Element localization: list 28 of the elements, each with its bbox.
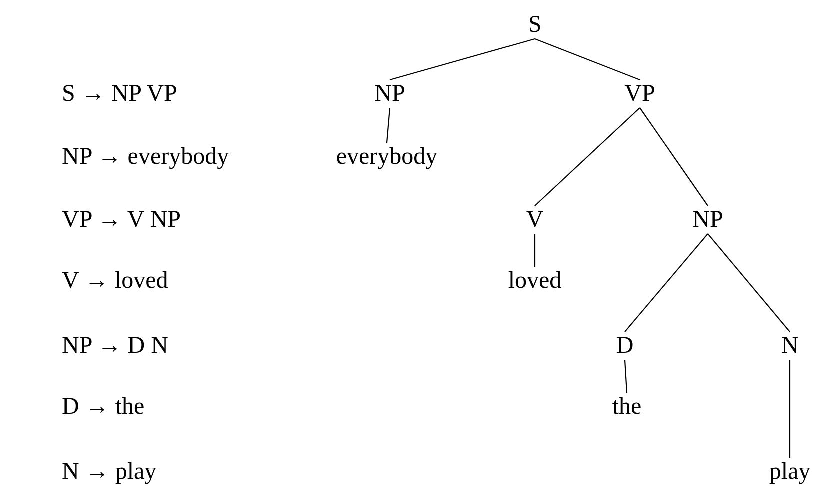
tree-node-label: N bbox=[780, 332, 800, 360]
tree-node-label: NP bbox=[692, 206, 724, 234]
grammar-rule: NP → everybody bbox=[62, 145, 230, 169]
tree-branch bbox=[390, 38, 536, 81]
tree-branch bbox=[624, 360, 628, 394]
tree-node-label: S bbox=[527, 11, 543, 39]
tree-branch bbox=[534, 108, 640, 206]
tree-branch bbox=[624, 234, 708, 332]
tree-node-label: D bbox=[615, 332, 635, 360]
tree-node-label: the bbox=[611, 393, 643, 421]
grammar-rule: S → NP VP bbox=[62, 82, 178, 106]
tree-node-label: VP bbox=[624, 80, 656, 108]
tree-branch bbox=[789, 360, 791, 458]
tree-node-label: loved bbox=[507, 267, 563, 295]
grammar-rule: V → loved bbox=[62, 269, 168, 293]
tree-node-label: NP bbox=[374, 80, 406, 108]
grammar-rule: N → play bbox=[62, 460, 157, 484]
tree-branch bbox=[534, 38, 640, 81]
tree-node-label: V bbox=[525, 206, 545, 234]
grammar-rule: VP → V NP bbox=[62, 208, 181, 232]
tree-branch bbox=[534, 234, 536, 267]
tree-node-label: everybody bbox=[335, 143, 439, 171]
tree-branch bbox=[386, 108, 391, 144]
tree-branch bbox=[640, 108, 708, 206]
grammar-rule: NP → D N bbox=[62, 334, 168, 358]
tree-branch bbox=[708, 234, 790, 332]
tree-node-label: play bbox=[768, 458, 812, 486]
grammar-rule: D → the bbox=[62, 395, 145, 419]
